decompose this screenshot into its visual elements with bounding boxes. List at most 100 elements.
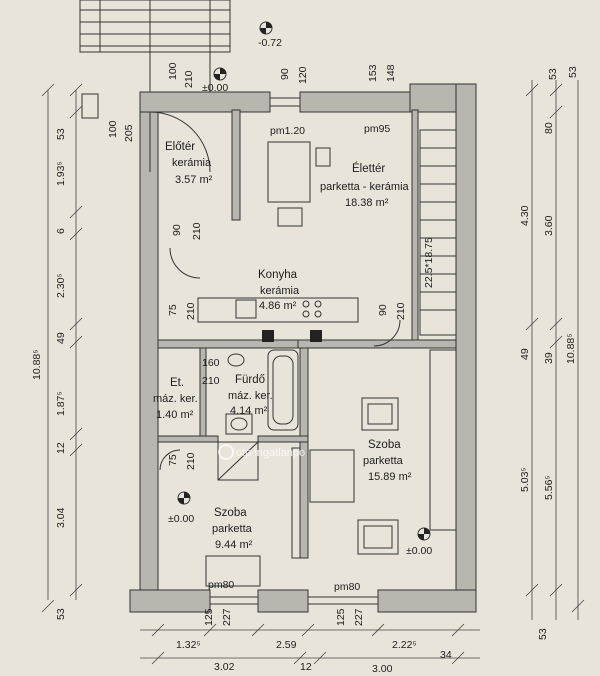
room-name-szoba-left: Szoba [214, 507, 247, 519]
dimension-label-eloter-210: 210 [191, 222, 203, 240]
dimension-label-k-90: 90 [377, 304, 389, 316]
room-name-elotter: Élettér [352, 162, 385, 175]
dimension-label-bot-259: 2.59 [276, 639, 297, 651]
dimension-label-bot-222: 2.22⁵ [392, 639, 417, 651]
pm120-label: pm1.20 [270, 125, 305, 137]
dimension-label-left-187: 1.87⁵ [55, 391, 67, 416]
level-marker-entrance: -0.72 [258, 21, 282, 49]
level-szoba-left: ±0.00 [168, 513, 194, 525]
room-name-furdo: Fürdő [235, 374, 265, 386]
dimension-label-left-49: 49 [55, 332, 67, 344]
dimension-label-left-304: 3.04 [55, 507, 67, 528]
room-name-szoba-right: Szoba [368, 439, 401, 451]
dimension-label-bot-300: 3.00 [372, 663, 393, 675]
room-material-et: máz. ker. [153, 393, 198, 405]
room-eloter: Előtér kerámia 3.57 m² [165, 141, 213, 186]
bottom-dimension-chain: 1.32⁵ 227 125 2.59 125 227 2.22⁵ 34 3.02… [140, 608, 480, 675]
pm95-label: pm95 [364, 123, 390, 135]
window-sill-labels: pm80 pm80 [208, 579, 360, 593]
left-dimension-chain: 53 1.93⁵ 6 2.30⁵ 49 1.87⁵ 12 3.04 53 10.… [31, 83, 83, 620]
dimension-label-et-210: 210 [185, 452, 197, 470]
level-marker-szoba-left: ±0.00 [168, 491, 194, 525]
dimension-label-right-39: 39 [543, 352, 555, 364]
dimension-label-k-75: 75 [167, 304, 179, 316]
dimension-label-eloter-90: 90 [171, 224, 183, 236]
dimension-label-top-153: 153 [367, 64, 379, 82]
dimension-label-left-53-top: 53 [55, 128, 67, 140]
room-material-szoba-right: parketta [363, 455, 404, 467]
room-szoba-left: Szoba parketta 9.44 m² [212, 507, 253, 551]
dimension-label-top-148: 148 [385, 64, 397, 82]
dimension-label-bot-125a: 125 [203, 608, 215, 626]
dimension-label-bot-132: 1.32⁵ [176, 639, 201, 651]
room-area-et: 1.40 m² [156, 409, 194, 421]
dimension-label-top-210: 210 [183, 70, 195, 88]
pm80-left-label: pm80 [208, 579, 234, 591]
dimension-label-right-49: 49 [519, 348, 531, 360]
room-material-furdo: máz. ker. [228, 390, 273, 402]
dimension-label-right-503: 5.03⁵ [519, 467, 531, 492]
room-et: Et. máz. ker. 1.40 m² [153, 377, 198, 421]
watermark-text: otp ingatlanpo [236, 447, 305, 459]
entrance-steps [79, 0, 231, 95]
watermark: otp ingatlanpo [218, 444, 305, 460]
room-material-elotter: parketta - kerámia [320, 181, 410, 193]
dimension-label-door-205: 205 [123, 124, 135, 142]
dimension-label-left-230: 2.30⁵ [55, 273, 67, 298]
dimension-label-k-210b: 210 [395, 302, 407, 320]
room-area-konyha: 4.86 m² [259, 300, 297, 312]
room-area-furdo: 4.14 m² [230, 405, 268, 417]
dimension-label-f-210: 210 [202, 375, 220, 387]
dimension-label-right-360: 3.60 [543, 215, 555, 236]
level-entrance: -0.72 [258, 37, 282, 49]
room-konyha: Konyha kerámia 4.86 m² [258, 269, 300, 312]
room-area-elotter: 18.38 m² [345, 197, 389, 209]
dimension-label-right-556: 5.56⁵ [543, 475, 555, 500]
level-marker-eloter: ±0.00 [202, 67, 228, 94]
room-name-eloter: Előtér [165, 141, 195, 153]
room-material-eloter: kerámia [172, 157, 212, 169]
dimension-label-left-1088: 10.88⁵ [31, 349, 43, 380]
dimension-label-left-193: 1.93⁵ [55, 161, 67, 186]
dimension-label-f-160: 160 [202, 357, 220, 369]
room-material-konyha: kerámia [260, 285, 300, 297]
dimension-label-top-120: 120 [297, 66, 309, 84]
dimension-label-right-430: 4.30 [519, 205, 531, 226]
level-szoba-right: ±0.00 [406, 545, 432, 557]
stair-label: 22.5*18.75 [423, 237, 435, 288]
level-marker-szoba-right: ±0.00 [406, 527, 432, 557]
room-furdo: Fürdő máz. ker. 4.14 m² [228, 374, 273, 417]
dimension-label-bot-125b: 125 [335, 608, 347, 626]
dimension-label-left-6: 6 [55, 228, 67, 234]
room-elotter: Élettér parketta - kerámia 18.38 m² pm1.… [270, 123, 410, 209]
room-area-szoba-left: 9.44 m² [215, 539, 253, 551]
dimension-label-top-53: 53 [547, 68, 559, 80]
dimension-label-door-100: 100 [107, 120, 119, 138]
dimension-label-et-75: 75 [167, 454, 179, 466]
room-area-szoba-right: 15.89 m² [368, 471, 412, 483]
dimension-label-left-53-bot: 53 [55, 608, 67, 620]
dimension-label-bot-12: 12 [300, 661, 312, 673]
dimension-label-right-53: 53 [567, 66, 579, 78]
room-name-konyha: Konyha [258, 269, 298, 281]
dimension-label-top-100: 100 [167, 62, 179, 80]
dimension-label-bot-302: 3.02 [214, 661, 235, 673]
room-area-eloter: 3.57 m² [175, 174, 213, 186]
dimension-label-bot-227b: 227 [353, 608, 365, 626]
pm80-right-label: pm80 [334, 581, 360, 593]
room-material-szoba-left: parketta [212, 523, 253, 535]
staircase: 22.5*18.75 [419, 129, 457, 336]
dimension-label-right-1088: 10.88⁵ [565, 333, 577, 364]
dimension-label-right-53-bot: 53 [537, 628, 549, 640]
interior-dimensions: 100 210 90 120 153 148 53 100 205 90 210… [81, 62, 559, 470]
furniture [197, 141, 457, 587]
room-szoba-right: Szoba parketta 15.89 m² [363, 439, 412, 483]
dimension-label-bot-227a: 227 [221, 608, 233, 626]
room-name-et: Et. [170, 377, 184, 389]
dimension-label-top-90: 90 [279, 68, 291, 80]
door-swings [149, 111, 401, 471]
dimension-label-k-210: 210 [185, 302, 197, 320]
dimension-label-bot-34: 34 [440, 649, 452, 661]
